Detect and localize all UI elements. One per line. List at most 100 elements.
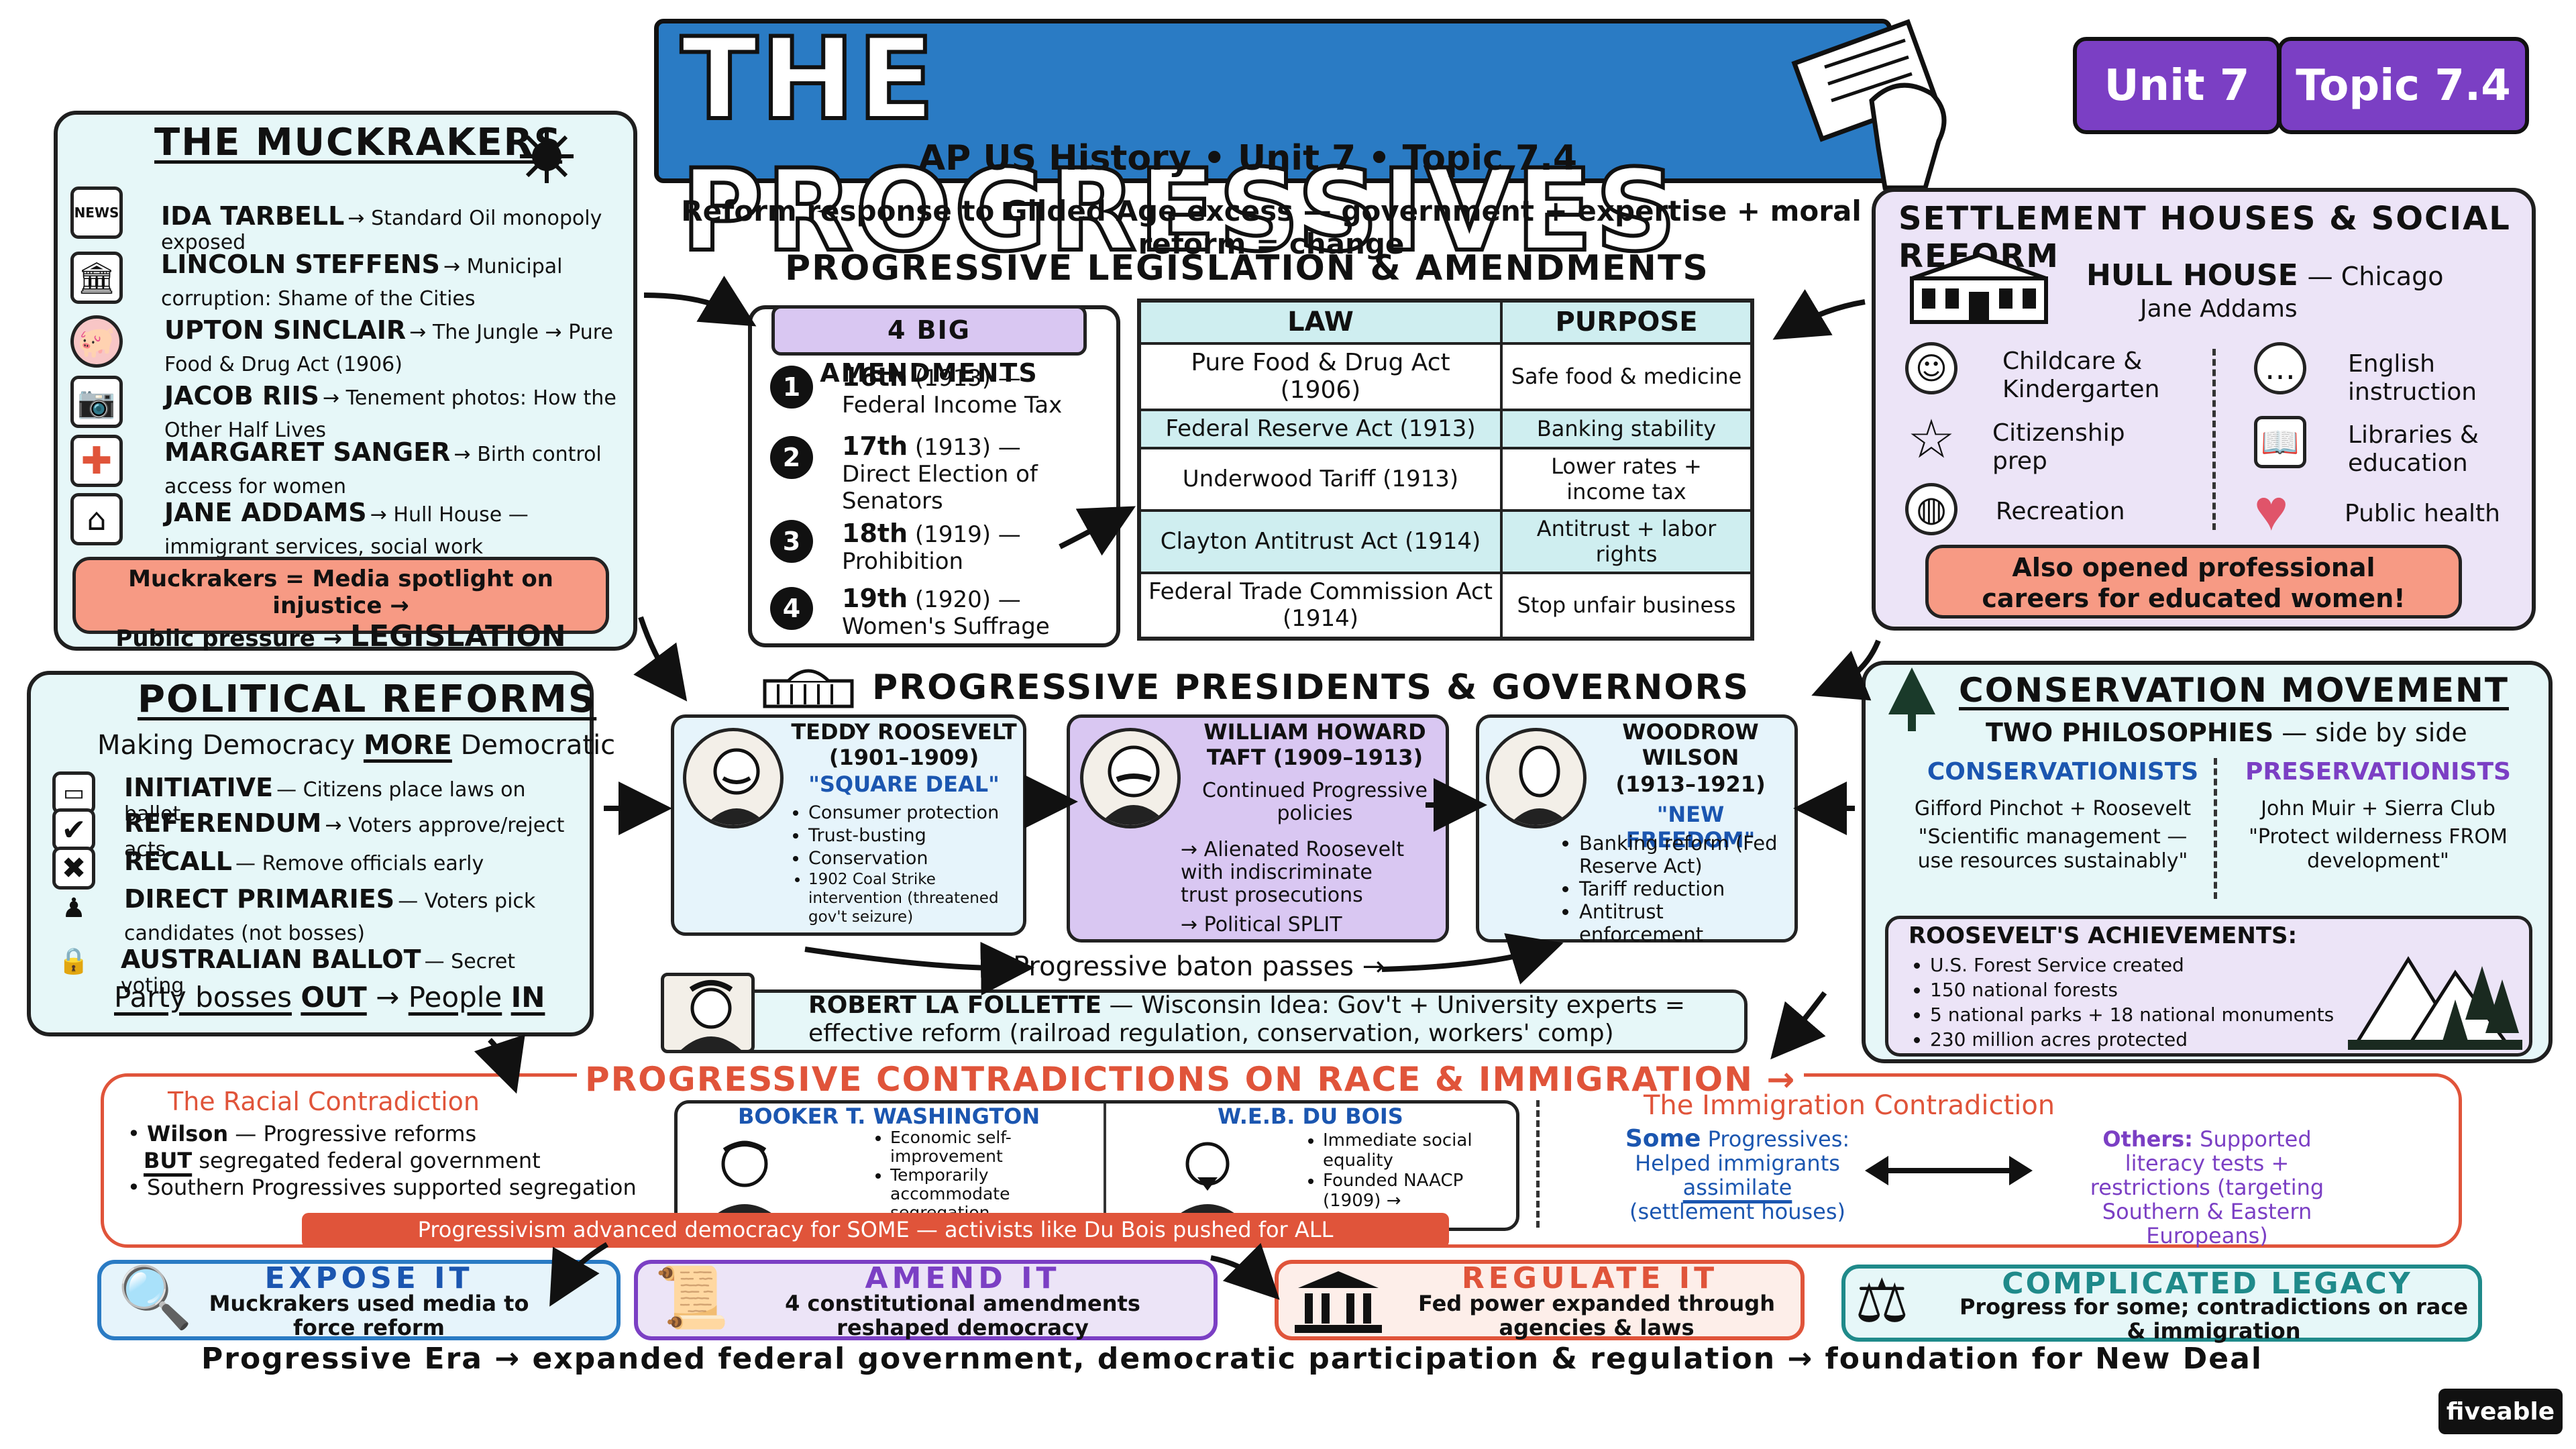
muckraker-row: UPTON SINCLAIR → The Jungle → Pure Food … <box>164 315 627 382</box>
arrow <box>474 1034 525 1094</box>
purpose-cell: Stop unfair business <box>1500 571 1754 641</box>
racial-point: — Progressive reforms <box>235 1121 477 1146</box>
title-banner <box>654 19 1892 183</box>
roosevelt-portrait <box>683 728 784 828</box>
amendment-item: 17th (1913) — Direct Election of Senator… <box>842 433 1070 515</box>
achievements-list: U.S. Forest Service created 150 national… <box>1915 953 2378 1052</box>
wilson-points: Banking reform (Fed Reserve Act) Tariff … <box>1563 832 1791 946</box>
double-arrow-icon <box>1865 1156 2033 1185</box>
topic-badge[interactable]: Topic 7.4 <box>2277 37 2529 134</box>
reform-name: INITIATIVE <box>124 773 274 802</box>
muckrakers-title: THE MUCKRAKERS <box>154 121 563 164</box>
imm-part: Supported literacy tests + restrictions … <box>2090 1126 2324 1248</box>
reform-desc: — Secret voting <box>121 950 516 998</box>
reform-desc: — Voters pick candidates (not bosses) <box>124 890 536 945</box>
washington-dubois-box <box>674 1100 1519 1231</box>
imm-part: Some <box>1625 1125 1701 1152</box>
dubois-name: W.E.B. DU BOIS <box>1218 1104 1403 1129</box>
conservationists-who: Gifford Pinchot + Roosevelt <box>1914 797 2192 820</box>
contradictions-title: PROGRESSIVE CONTRADICTIONS ON RACE & IMM… <box>577 1060 1805 1099</box>
muckraker-name: LINCOLN STEFFENS <box>161 250 440 279</box>
list-item: Antitrust enforcement <box>1579 900 1791 946</box>
callout-line1: Muckrakers = Media spotlight on injustic… <box>128 566 553 619</box>
footer-part: OUT <box>301 981 367 1014</box>
amendment-desc: Prohibition <box>842 548 964 575</box>
lock-icon: 🔒 <box>58 945 90 975</box>
taft-line2: → Alienated Roosevelt with indiscriminat… <box>1181 838 1405 907</box>
camera-icon: 📷 <box>70 376 123 428</box>
city-hall-icon: 🏛 <box>70 252 123 304</box>
muckrakers-callout: Muckrakers = Media spotlight on injustic… <box>72 557 609 653</box>
legacy-sub: Progress for some; contradictions on rac… <box>1959 1294 2469 1344</box>
washington-dubois-divider <box>1104 1104 1106 1228</box>
complicated-legacy-card <box>1841 1265 2482 1342</box>
muckraker-row: JACOB RIIS → Tenement photos: How the Ot… <box>164 381 627 448</box>
fiveable-logo[interactable]: fiveable <box>2438 1389 2563 1434</box>
reform-row: INITIATIVE — Citizens place laws on ball… <box>124 773 587 826</box>
settlement-service: Childcare & Kindergarten <box>2002 347 2160 403</box>
regulate-title: REGULATE IT <box>1461 1261 1719 1295</box>
imm-part: Helped immigrants <box>1635 1150 1840 1176</box>
table-header-purpose: PURPOSE <box>1500 299 1754 345</box>
baby-icon: ☺ <box>1905 342 1957 394</box>
taft-portrait <box>1080 728 1181 828</box>
racial-point: BUT <box>144 1148 193 1173</box>
table-row: Underwood Tariff (1913) Lower rates + in… <box>1138 446 1754 512</box>
amend-title: AMEND IT <box>865 1261 1061 1295</box>
list-item: 150 national forests <box>1930 977 2378 1002</box>
taft-line1: Continued Progressive policies <box>1201 779 1428 825</box>
amendment-number: 2 <box>770 436 813 479</box>
arrow <box>643 276 757 327</box>
immigration-others: Others: Supported literacy tests + restr… <box>2066 1127 2348 1248</box>
taft-name: WILLIAM HOWARD TAFT (1909–1913) <box>1203 719 1426 770</box>
wilson-years: (1913–1921) <box>1615 771 1766 797</box>
political-footer: Party bosses OUT → People IN <box>114 981 545 1014</box>
amendment-year: (1913) — <box>914 434 1021 461</box>
lafollette-desc: — Wisconsin Idea: Gov't + University exp… <box>808 991 1685 1047</box>
arrow <box>1770 991 1827 1060</box>
purpose-cell: Safe food & medicine <box>1500 341 1754 411</box>
settlement-service: Recreation <box>1996 498 2125 525</box>
muckraker-desc: → The Jungle → Pure Food & Drug Act (190… <box>164 321 613 376</box>
tagline: Reform response to Gilded Age excess — g… <box>681 195 1862 260</box>
amendment-number: 4 <box>770 587 813 630</box>
page-title: THE PROGRESSIVES <box>679 11 1680 278</box>
reform-desc: — Citizens place laws on ballot <box>124 778 526 826</box>
ballot-box-icon: ▭ <box>52 771 95 814</box>
racial-title: The Racial Contradiction <box>168 1087 480 1116</box>
political-title: POLITICAL REFORMS <box>138 678 597 721</box>
list-item: Founded NAACP (1909) → <box>1323 1171 1509 1211</box>
amendment-year: (1919) — <box>914 521 1021 548</box>
arrow <box>1210 1242 1280 1300</box>
amendment-desc: Direct Election of Senators <box>842 461 1038 515</box>
table-row: Clayton Antitrust Act (1914) Antitrust +… <box>1138 508 1754 574</box>
arrow <box>1381 933 1564 985</box>
reform-row: RECALL — Remove officials early <box>124 847 587 876</box>
wilson-slogan: "NEW FREEDOM" <box>1625 802 1756 853</box>
scales-icon: ⚖ <box>1855 1268 1909 1335</box>
roosevelt-points: Consumer protection Trust-busting Conser… <box>795 802 1023 926</box>
political-subtitle: Making Democracy MORE Democratic <box>97 730 615 761</box>
conservation-title: CONSERVATION MOVEMENT <box>1959 671 2509 710</box>
expose-sub: Muckrakers used media to force reform <box>209 1291 529 1340</box>
philosophies-note: — side by side <box>2282 718 2467 747</box>
preservationists-head: PRESERVATIONISTS <box>2245 758 2511 786</box>
list-item: Banking reform (Fed Reserve Act) <box>1579 832 1791 877</box>
washington-name: BOOKER T. WASHINGTON <box>738 1104 1040 1129</box>
wilson-name: WOODROW WILSON <box>1622 719 1759 770</box>
arrow <box>1811 639 1881 701</box>
hull-house-label: HULL HOUSE <box>2086 258 2298 292</box>
immigration-title: The Immigration Contradiction <box>1644 1090 2055 1121</box>
table-row: Pure Food & Drug Act (1906) Safe food & … <box>1138 341 1754 411</box>
table-row: Federal Reserve Act (1913) Banking stabi… <box>1138 408 1754 449</box>
footer-part: Party bosses <box>114 981 292 1014</box>
unit-badge[interactable]: Unit 7 <box>2073 37 2281 134</box>
pig-icon: 🐖 <box>70 315 123 368</box>
lafollette-card <box>664 989 1748 1053</box>
purpose-cell: Banking stability <box>1500 408 1754 449</box>
laws-table: LAW PURPOSE Pure Food & Drug Act (1906) … <box>1137 299 1754 641</box>
raised-fist-newspaper-icon <box>1791 19 1947 191</box>
heart-icon: ♥ <box>2254 478 2289 543</box>
law-cell: Federal Trade Commission Act (1914) <box>1138 571 1503 641</box>
